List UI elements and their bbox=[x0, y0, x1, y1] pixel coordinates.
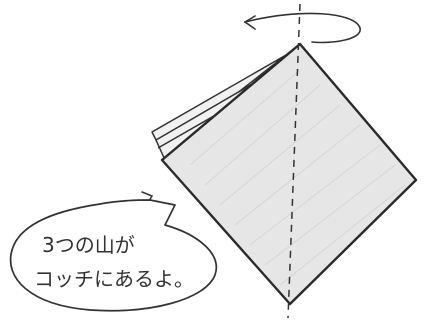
folded-square-paper bbox=[160, 42, 418, 306]
speech-bubble: 3つの山が コッチにあるよ。 bbox=[9, 199, 218, 312]
fold-axis-line bbox=[287, 3, 301, 319]
speech-line-2: コッチにあるよ。 bbox=[34, 267, 194, 291]
rotate-arrow-icon bbox=[244, 12, 361, 44]
speech-line-1: 3つの山が bbox=[42, 233, 135, 257]
